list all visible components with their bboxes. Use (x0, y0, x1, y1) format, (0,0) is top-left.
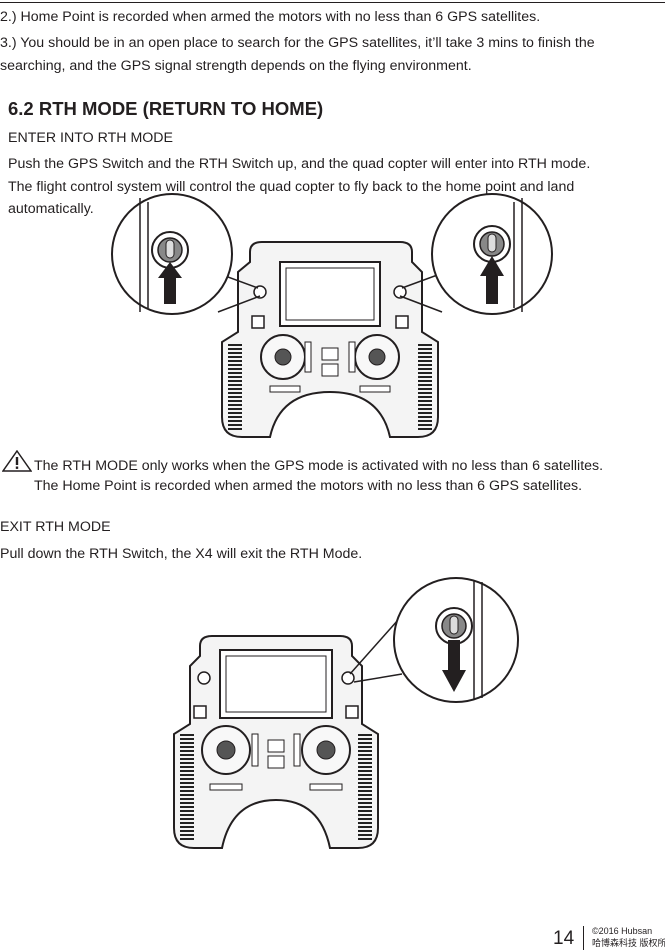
enter-body-1: Push the GPS Switch and the RTH Switch u… (8, 156, 591, 172)
page-number: 14 (553, 928, 575, 949)
footer-divider (583, 926, 584, 950)
controller-exit-rth-figure (173, 577, 519, 849)
note-line-2: 2.) Home Point is recorded when armed th… (0, 9, 541, 25)
exit-body: Pull down the RTH Switch, the X4 will ex… (0, 546, 363, 562)
copyright-line-2: 哈博森科技 版权所有 (592, 938, 665, 948)
enter-body-3: automatically. (8, 201, 94, 217)
copyright-line-1: ©2016 Hubsan (592, 926, 653, 936)
note-line-3b: searching, and the GPS signal strength d… (0, 58, 472, 74)
warning-line-1: The RTH MODE only works when the GPS mod… (34, 458, 604, 474)
warning-icon (2, 450, 32, 472)
controller-enter-rth-figure (111, 193, 553, 438)
note-line-3a: 3.) You should be in an open place to se… (0, 35, 595, 51)
warning-line-2: The Home Point is recorded when armed th… (34, 478, 583, 494)
top-rule (0, 2, 665, 3)
section-title: 6.2 RTH MODE (RETURN TO HOME) (8, 98, 324, 119)
exit-heading: EXIT RTH MODE (0, 519, 111, 535)
enter-heading: ENTER INTO RTH MODE (8, 130, 174, 146)
enter-body-2: The flight control system will control t… (8, 179, 575, 195)
